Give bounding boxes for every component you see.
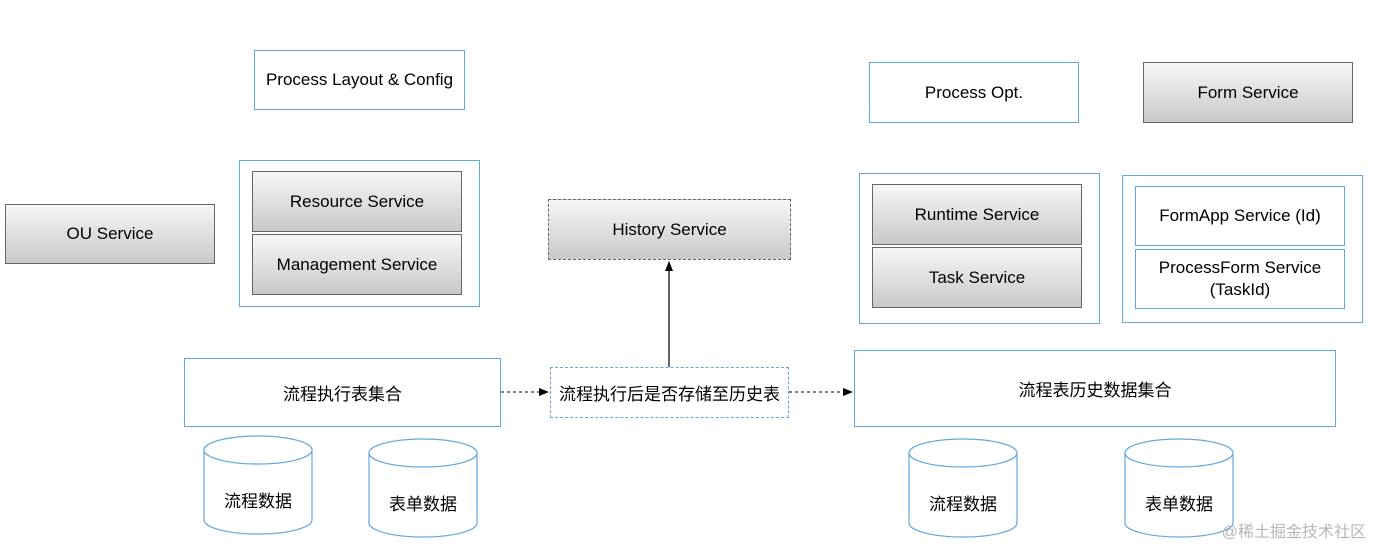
task-service-box[interactable]: Task Service [872,247,1082,308]
database-cylinder-icon [368,438,478,538]
history-service-box[interactable]: History Service [548,199,791,260]
form-service-box[interactable]: Form Service [1143,62,1353,123]
right-form-data-label: 表单数据 [1145,494,1213,514]
history-tables-label: 流程表历史数据集合 [1018,381,1172,400]
exec-tables-label: 流程执行表集合 [283,385,402,404]
runtime-service-label: Runtime Service [914,204,1040,224]
processform-service-label-line2: (TaskId) [1209,280,1271,299]
exec-tables-box[interactable]: 流程执行表集合 [184,358,501,427]
runtime-task-group [859,173,1100,324]
process-opt-label: Process Opt. [924,82,1024,102]
formapp-service-box[interactable]: FormApp Service (Id) [1135,186,1345,246]
process-layout-config-box[interactable]: Process Layout & Config [254,50,465,110]
decision-label: 流程执行后是否存储至历史表 [559,385,780,404]
right-process-data-db[interactable]: 流程数据 [908,438,1018,538]
ou-service-label: OU Service [66,224,154,243]
right-form-data-db[interactable]: 表单数据 [1124,438,1234,538]
resource-service-box[interactable]: Resource Service [252,171,462,232]
process-layout-config-label: Process Layout & Config [265,70,454,89]
history-service-label: History Service [612,219,727,239]
management-service-box[interactable]: Management Service [252,234,462,295]
formapp-service-label: FormApp Service (Id) [1159,206,1321,225]
resource-management-group [239,160,480,307]
form-service-label: Form Service [1197,82,1299,102]
ou-service-box[interactable]: OU Service [5,204,215,264]
task-service-label: Task Service [928,267,1026,287]
resource-service-label: Resource Service [289,191,425,211]
decision-box[interactable]: 流程执行后是否存储至历史表 [550,367,789,418]
processform-service-box[interactable]: ProcessForm Service (TaskId) [1135,249,1345,309]
right-process-data-label: 流程数据 [929,494,997,514]
left-process-data-label: 流程数据 [224,491,292,511]
database-cylinder-icon [908,438,1018,538]
left-form-data-label: 表单数据 [389,494,457,514]
process-opt-box[interactable]: Process Opt. [869,62,1079,123]
runtime-service-box[interactable]: Runtime Service [872,184,1082,245]
processform-service-label-line1: ProcessForm Service [1158,258,1322,277]
database-cylinder-icon [1124,438,1234,538]
database-cylinder-icon [203,435,313,535]
left-form-data-db[interactable]: 表单数据 [368,438,478,538]
left-process-data-db[interactable]: 流程数据 [203,435,313,535]
form-services-group [1122,175,1363,323]
watermark-text: @稀土掘金技术社区 [1221,524,1366,541]
management-service-label: Management Service [276,254,438,274]
history-tables-box[interactable]: 流程表历史数据集合 [854,350,1336,427]
